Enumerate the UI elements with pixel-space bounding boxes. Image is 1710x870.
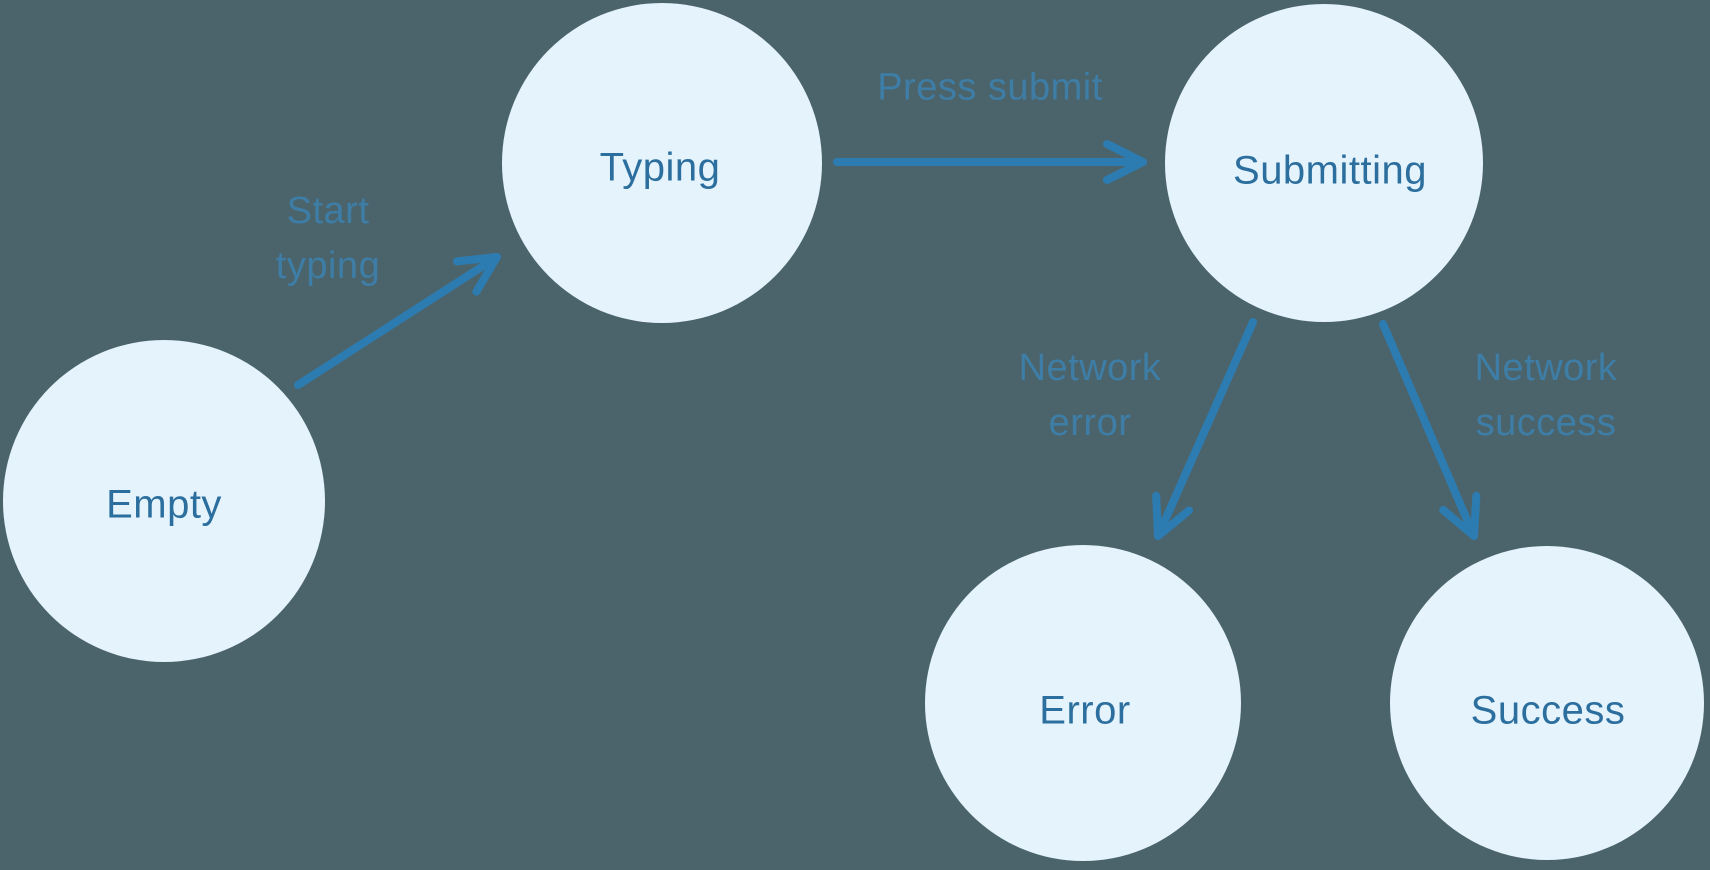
transition-label-press-submit: Press submit bbox=[877, 66, 1103, 109]
state-node-submitting-circle bbox=[1165, 4, 1483, 322]
transition-label-network-success: Network success bbox=[1475, 341, 1618, 451]
transition-label-network-error: Network error bbox=[1019, 341, 1162, 451]
transition-label-start-typing-line1: Start bbox=[286, 190, 370, 232]
state-label-typing: Typing bbox=[599, 145, 721, 190]
transition-label-network-error-line1: Network bbox=[1018, 347, 1162, 389]
transition-label-start-typing-line2: typing bbox=[275, 245, 381, 287]
transition-label-network-error-line2: error bbox=[1048, 402, 1132, 444]
transition-label-network-success-line1: Network bbox=[1474, 347, 1618, 389]
transition-label-network-success-line2: success bbox=[1475, 402, 1617, 444]
state-node-typing-circle bbox=[502, 3, 822, 323]
state-node-success-circle bbox=[1390, 546, 1704, 860]
state-label-submitting: Submitting bbox=[1233, 148, 1427, 193]
state-label-empty: Empty bbox=[106, 482, 222, 527]
state-label-success: Success bbox=[1470, 688, 1626, 733]
transition-arrow-network-error bbox=[1152, 318, 1257, 540]
state-label-error: Error bbox=[1039, 688, 1131, 733]
transition-label-start-typing: Start typing bbox=[276, 184, 380, 294]
transition-arrow-start-typing bbox=[294, 253, 501, 389]
state-node-empty-circle bbox=[3, 340, 325, 662]
state-node-error-circle bbox=[925, 545, 1241, 861]
transition-arrow-network-success bbox=[1379, 320, 1481, 540]
